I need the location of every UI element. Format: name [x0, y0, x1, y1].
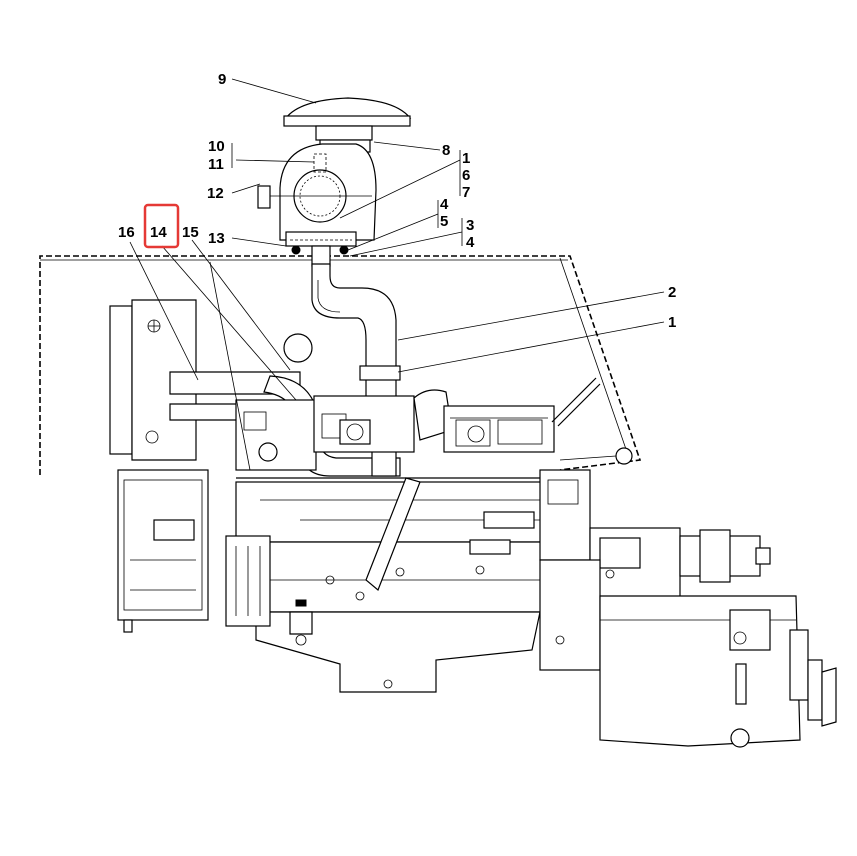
callout-4-upper: 4: [440, 196, 449, 213]
callout-14: 14: [150, 224, 167, 241]
callout-13: 13: [208, 230, 225, 247]
engine-block: [235, 389, 560, 613]
hydraulic-link: [551, 377, 633, 465]
callout-10: 10: [208, 138, 225, 155]
callout-16: 16: [118, 224, 135, 241]
callout-2: 2: [668, 284, 676, 301]
highlight-box: [143, 203, 180, 249]
hood-outline: [39, 255, 642, 475]
air-filter-cap: [284, 97, 412, 119]
callout-12: 12: [207, 185, 224, 202]
leader-lines: [129, 78, 665, 471]
air-filter-cap-rim: [283, 115, 411, 127]
dipstick-tube: [365, 477, 421, 591]
engine-mount-left: [225, 535, 313, 646]
hose-clamp: [359, 365, 401, 381]
callout-15: 15: [182, 224, 199, 241]
callout-3: 3: [466, 217, 474, 234]
callout-4-lower: 4: [466, 234, 475, 251]
oil-pan: [255, 611, 541, 693]
left-frame: [109, 299, 209, 633]
callout-11: 11: [208, 156, 224, 173]
air-filter-clamp: [257, 185, 271, 209]
callout-6: 6: [462, 167, 470, 184]
callout-labels: 9 10 11 12 13 16 14 15 8 1 6 7 4 5 3 4 2…: [118, 71, 676, 331]
callout-8: 8: [442, 142, 450, 159]
callout-1-top: 1: [462, 150, 470, 167]
transmission: [539, 469, 837, 748]
air-filter-assembly: [257, 97, 412, 267]
callout-7: 7: [462, 184, 470, 201]
intake-pipe: [311, 263, 401, 421]
callout-1-bottom: 1: [668, 314, 676, 331]
callout-9: 9: [218, 71, 226, 88]
callout-5: 5: [440, 213, 448, 230]
